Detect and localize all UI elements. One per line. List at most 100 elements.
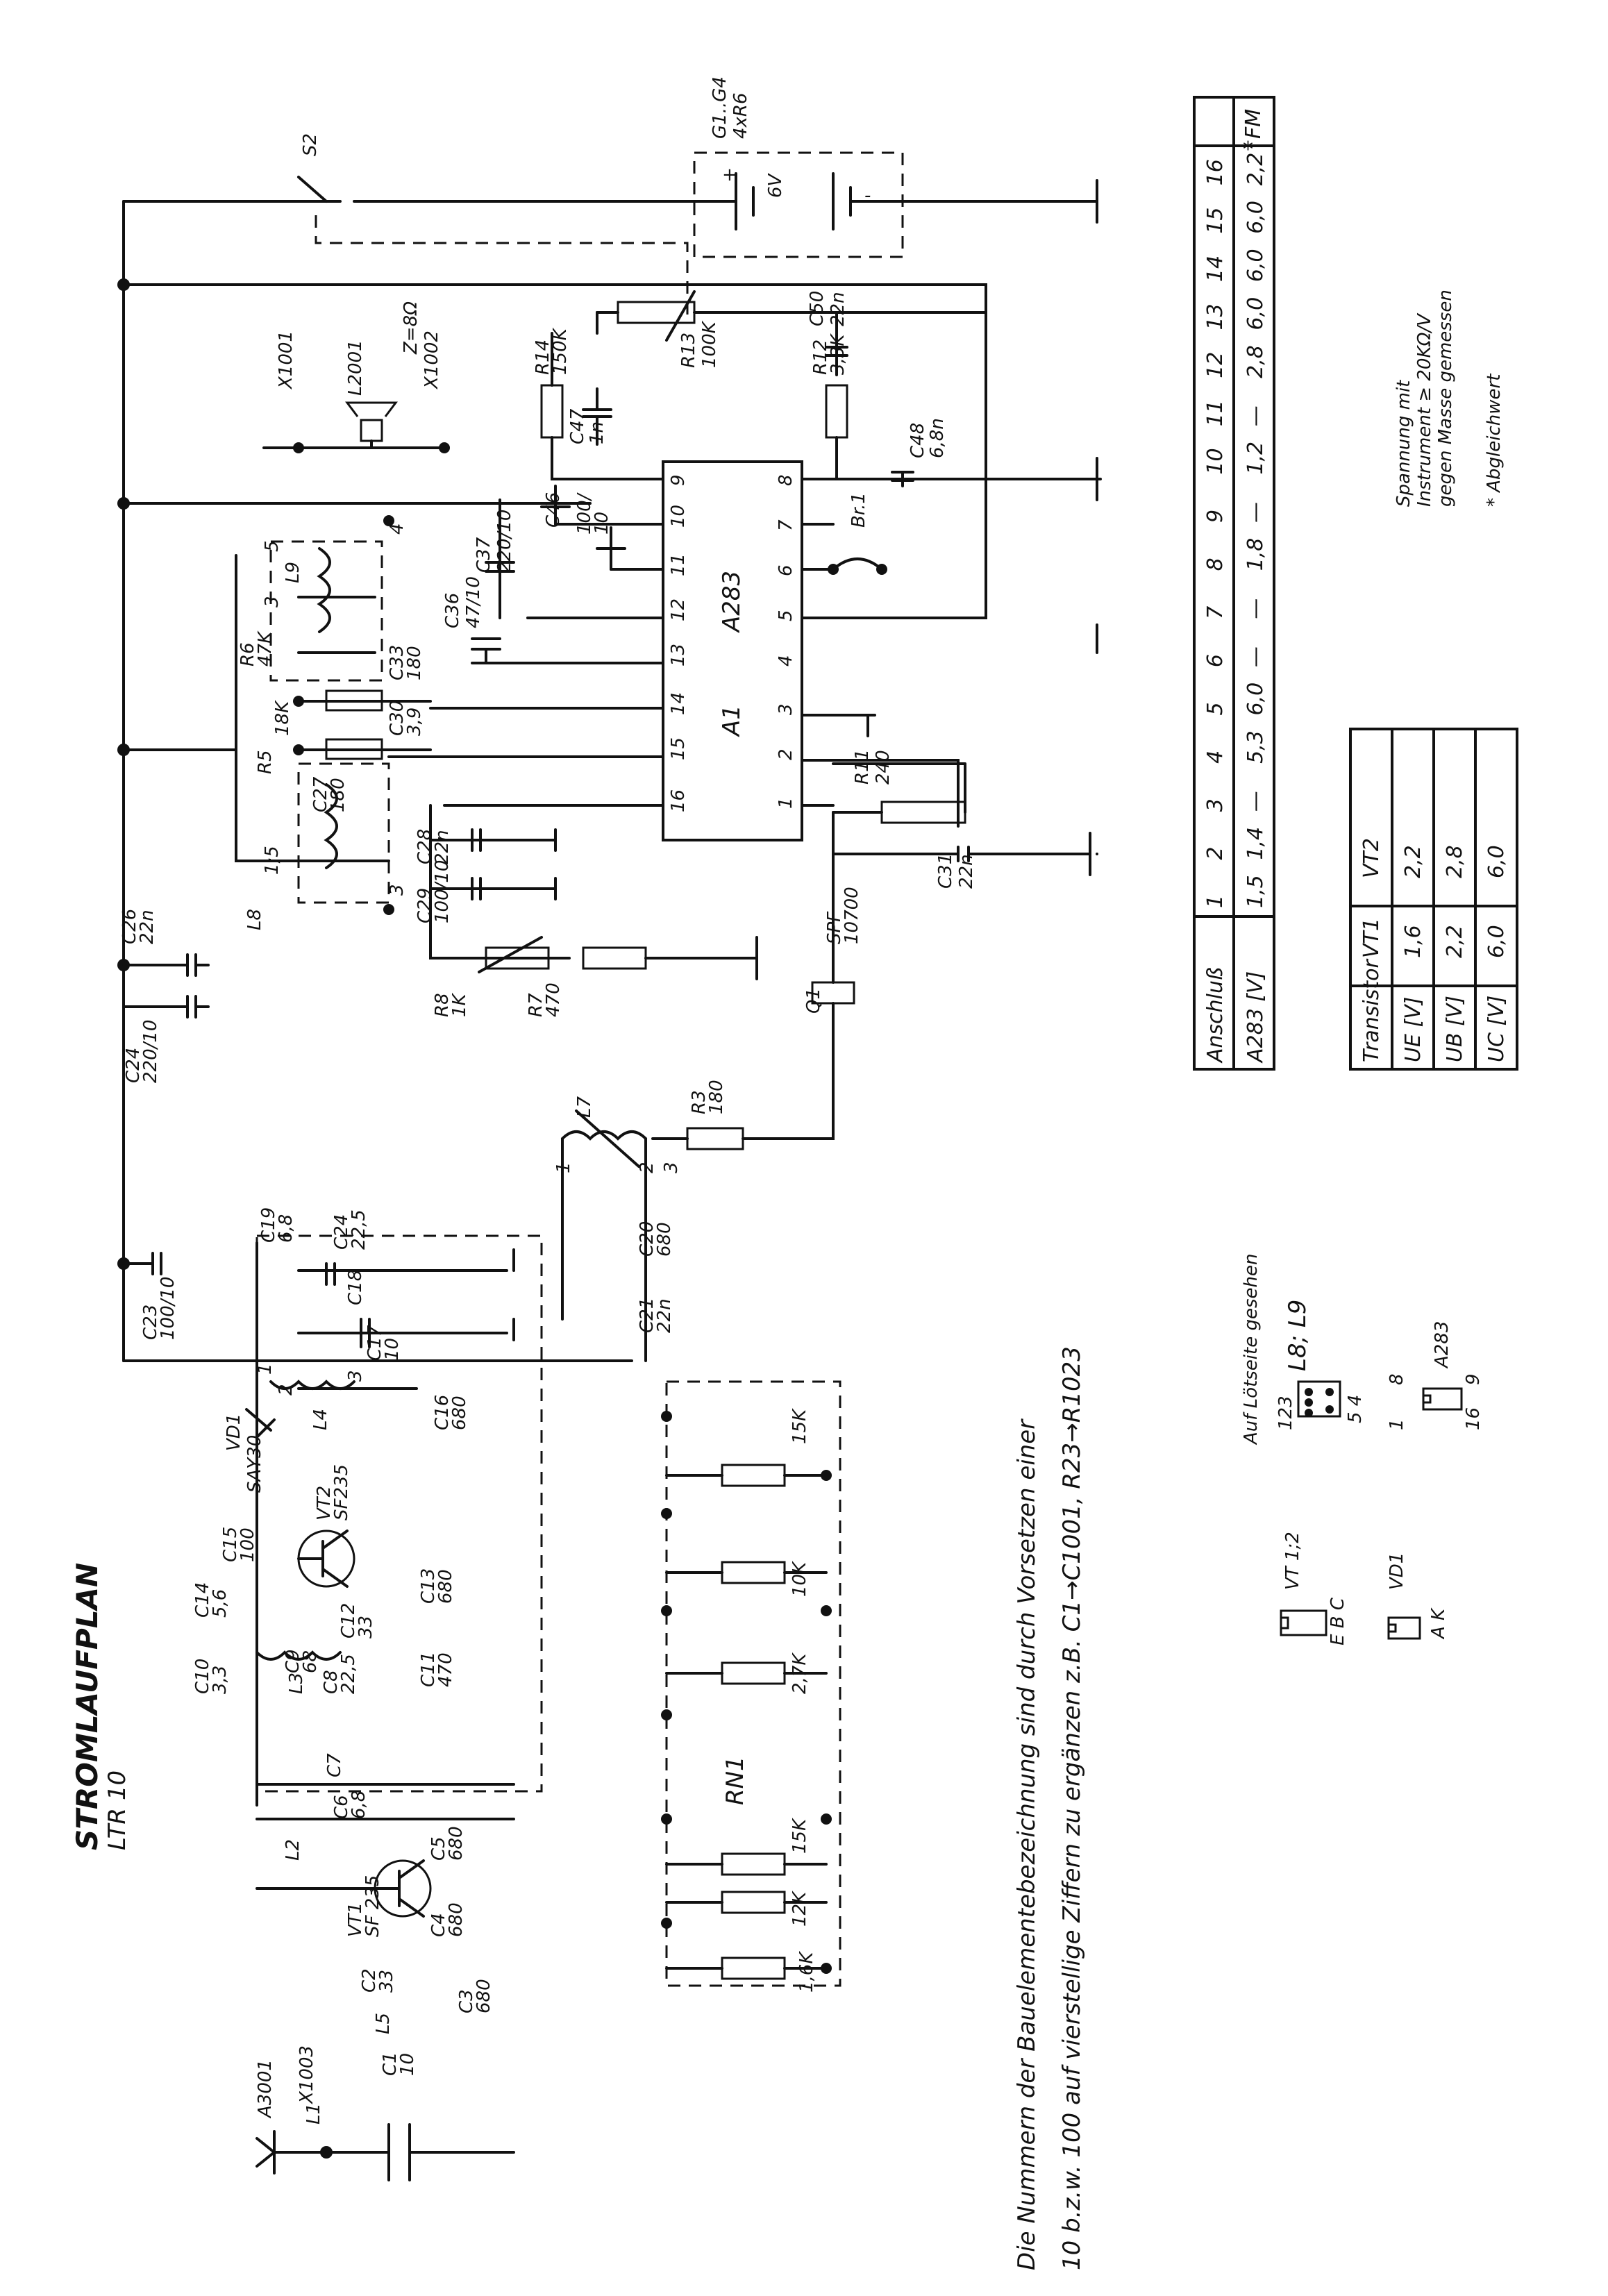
svg-text:R11: R11 [852, 749, 873, 785]
table1-header-cell: Anschluß [1203, 967, 1228, 1064]
svg-text:C13: C13 [418, 1568, 439, 1604]
ceramic-filter: Q1 SPF 10700 R3 180 L7 1 2 3 [553, 887, 862, 1362]
svg-text:33: 33 [355, 1616, 376, 1639]
svg-text:100/10: 100/10 [158, 1277, 178, 1340]
table1-value-cell: 1,4 [1243, 827, 1268, 860]
pinout-vt: VT 1;2 [1282, 1532, 1303, 1590]
svg-text:C46: C46 [543, 492, 564, 528]
table2-cell: VT1 [1359, 918, 1384, 958]
svg-text:2: 2 [776, 748, 796, 760]
table1-value-cell: 5,3 [1243, 730, 1268, 764]
measure-note-3: gegen Masse gemessen [1435, 290, 1456, 507]
if-filters: 5 3 L9 R6 47K 18K R5 C33 180 C30 3,9 C27… [235, 515, 432, 930]
speaker-x1: X1001 [276, 330, 296, 390]
svg-text:SPF: SPF [824, 911, 845, 944]
svg-text:180: 180 [328, 778, 349, 812]
svg-text:3: 3 [345, 1370, 366, 1382]
svg-text:C5: C5 [428, 1836, 449, 1861]
table1-header-cell: 1 [1203, 895, 1228, 908]
svg-text:13: 13 [668, 644, 689, 667]
svg-text:10: 10 [382, 1338, 403, 1361]
table1-star: * [1243, 137, 1253, 162]
svg-text:RN1: RN1 [721, 1756, 749, 1805]
table2-cell: UE [V] [1401, 997, 1425, 1062]
svg-text:4: 4 [387, 523, 408, 535]
svg-text:3: 3 [776, 703, 796, 715]
svg-text:15: 15 [668, 737, 689, 760]
table1-header-cell: 5 [1203, 702, 1228, 715]
svg-text:C50: C50 [807, 291, 828, 326]
svg-text:8: 8 [776, 474, 796, 486]
table2-cell: UC [V] [1484, 996, 1509, 1062]
svg-text:6,8n: 6,8n [927, 418, 948, 458]
svg-text:14: 14 [668, 692, 689, 715]
table1-header-cell: 2 [1203, 847, 1228, 860]
svg-text:C9: C9 [283, 1649, 303, 1673]
pinout-bot: 5 4 [1345, 1395, 1366, 1423]
svg-text:5: 5 [776, 610, 796, 621]
table1-header-cell: 16 [1203, 159, 1228, 185]
svg-text:10: 10 [592, 512, 612, 535]
svg-text:L7: L7 [574, 1096, 595, 1118]
svg-text:L9: L9 [283, 562, 303, 583]
table1-header-cell: 8 [1203, 558, 1228, 571]
svg-text:C2: C2 [359, 1968, 380, 1993]
switch-label: S2 [300, 133, 321, 156]
svg-text:C33: C33 [387, 645, 408, 680]
svg-text:C8: C8 [321, 1670, 342, 1694]
svg-text:SF235: SF235 [331, 1464, 352, 1520]
svg-text:3,3K: 3,3K [828, 333, 848, 375]
svg-text:1: 1 [776, 797, 796, 809]
svg-text:22n: 22n [137, 910, 158, 944]
svg-text:2,7K: 2,7K [789, 1652, 810, 1694]
table1-header-cell: 11 [1203, 400, 1228, 426]
svg-text:10: 10 [397, 2053, 418, 2076]
svg-text:47K: 47K [255, 630, 276, 667]
svg-text:680: 680 [435, 1569, 456, 1604]
svg-text:C1: C1 [380, 2052, 401, 2076]
table2-cell: Transistor [1359, 959, 1384, 1062]
table2-cell: 2,2 [1443, 925, 1467, 958]
svg-text:6,8: 6,8 [276, 1214, 296, 1243]
svg-text:6,8: 6,8 [349, 1791, 369, 1819]
svg-text:100K: 100K [699, 320, 720, 368]
note-line-2: 10 b.z.w. 100 auf vierstellige Ziffern z… [1058, 1346, 1086, 2270]
svg-text:C29: C29 [414, 888, 435, 923]
table2-cell: VT2 [1359, 838, 1384, 878]
ground-rail [512, 623, 1098, 1341]
svg-text:11: 11 [668, 553, 689, 576]
page-title: STROMLAUFPLAN [70, 1563, 104, 1850]
table1-value-cell: 1,5 [1243, 875, 1268, 908]
table1-header-cell: 9 [1203, 510, 1228, 523]
svg-text:1K: 1K [449, 992, 470, 1017]
svg-text:L2: L2 [283, 1839, 303, 1861]
adjust-note: * Abgleichwert [1484, 374, 1505, 507]
speaker: X1001 X1002 L2001 Z=8Ω [262, 301, 450, 453]
svg-text:C7: C7 [324, 1753, 345, 1777]
svg-text:33: 33 [376, 1970, 397, 1993]
table2-cell: UB [V] [1443, 996, 1467, 1062]
battery-spec: 4xR6 [730, 92, 751, 139]
svg-text:680: 680 [474, 1979, 494, 2013]
svg-text:L4: L4 [310, 1409, 331, 1430]
svg-text:R7: R7 [526, 993, 546, 1017]
svg-text:C11: C11 [418, 1652, 439, 1687]
svg-text:470: 470 [435, 1652, 456, 1687]
svg-text:15K: 15K [789, 1408, 810, 1444]
svg-text:12K: 12K [789, 1891, 810, 1927]
battery-plus: + [722, 165, 737, 185]
svg-text:C4: C4 [428, 1913, 449, 1937]
table1-value-cell: 1,8 [1243, 538, 1268, 571]
ic-a283: A283 A1 9 10 11 12 13 14 15 16 8 7 6 5 4… [387, 283, 987, 841]
svg-text:68: 68 [300, 1650, 321, 1673]
svg-text:2: 2 [276, 1384, 296, 1396]
svg-text:22n: 22n [654, 1298, 675, 1333]
table1-value-cell: — [1243, 405, 1268, 426]
ic-type: A283 [718, 571, 746, 633]
battery-minus: - [864, 185, 871, 206]
svg-text:5: 5 [262, 540, 283, 552]
pinout-vd: VD1 [1387, 1552, 1407, 1590]
battery-voltage: 6V [765, 172, 786, 198]
antenna-conn: X1003 [296, 2045, 317, 2105]
svg-text:C15: C15 [220, 1527, 241, 1562]
